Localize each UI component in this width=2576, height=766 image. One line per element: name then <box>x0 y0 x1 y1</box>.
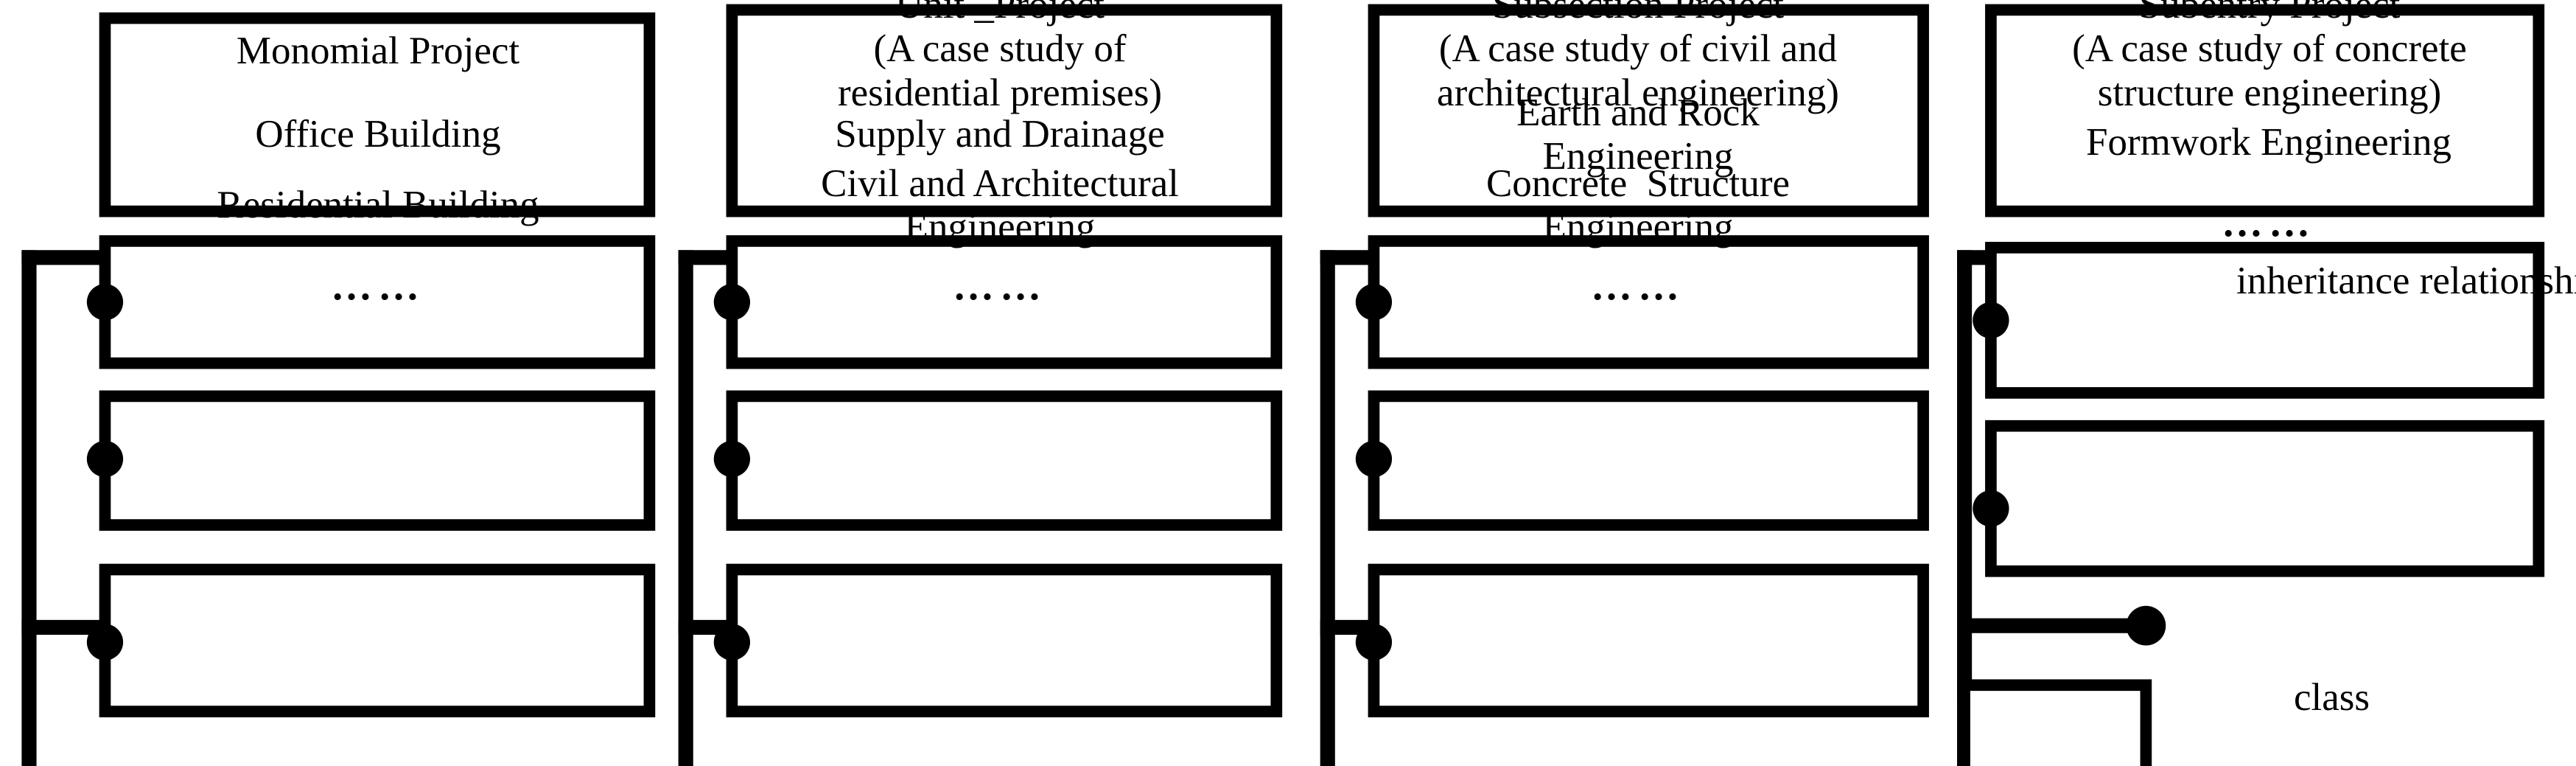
column-unit <box>678 4 1283 766</box>
class-box-unit-project[interactable] <box>726 4 1283 217</box>
inheritance-dot-civil-architectural <box>713 440 751 478</box>
class-box-formwork-engineering[interactable] <box>1985 242 2545 399</box>
class-box-residential-building[interactable] <box>99 390 656 531</box>
class-box-monomial-project[interactable] <box>99 12 656 217</box>
class-box-supply-and-drainage[interactable] <box>726 235 1283 369</box>
inheritance-dot-earth-and-rock <box>1355 284 1393 321</box>
class-box-subentry-ellipsis[interactable] <box>1985 419 2545 577</box>
class-box-subsection-ellipsis[interactable] <box>1368 563 1929 717</box>
inheritance-dot-residential-building <box>86 440 124 478</box>
class-box-subsection-project[interactable] <box>1368 4 1929 217</box>
inheritance-dot-unit-ellipsis <box>713 624 751 661</box>
inheritance-dot-concrete-structure <box>1355 440 1393 478</box>
inheritance-dot-monomial-ellipsis <box>86 624 124 661</box>
class-box-subentry-project[interactable] <box>1985 4 2545 217</box>
class-box-unit-ellipsis[interactable] <box>726 563 1283 717</box>
class-box-civil-architectural-engineering[interactable] <box>726 390 1283 531</box>
legend-inheritance-dot-icon <box>2126 605 2166 646</box>
column-subsection <box>1320 4 1929 766</box>
class-box-office-building[interactable] <box>99 235 656 369</box>
class-box-earth-and-rock-engineering[interactable] <box>1368 235 1929 369</box>
legend <box>1959 605 2166 766</box>
column-subentry <box>1957 4 2545 766</box>
inheritance-dot-supply-and-drainage <box>713 284 751 321</box>
inheritance-dot-subentry-ellipsis <box>1973 490 2009 527</box>
inheritance-dot-formwork-engineering <box>1973 302 2009 339</box>
legend-class-box-icon <box>1959 679 2152 766</box>
class-box-monomial-ellipsis[interactable] <box>99 563 656 717</box>
inheritance-dot-subsection-ellipsis <box>1355 624 1393 661</box>
column-monomial <box>21 12 656 766</box>
inheritance-dot-office-building <box>86 284 124 321</box>
class-box-concrete-structure-engineering[interactable] <box>1368 390 1929 531</box>
